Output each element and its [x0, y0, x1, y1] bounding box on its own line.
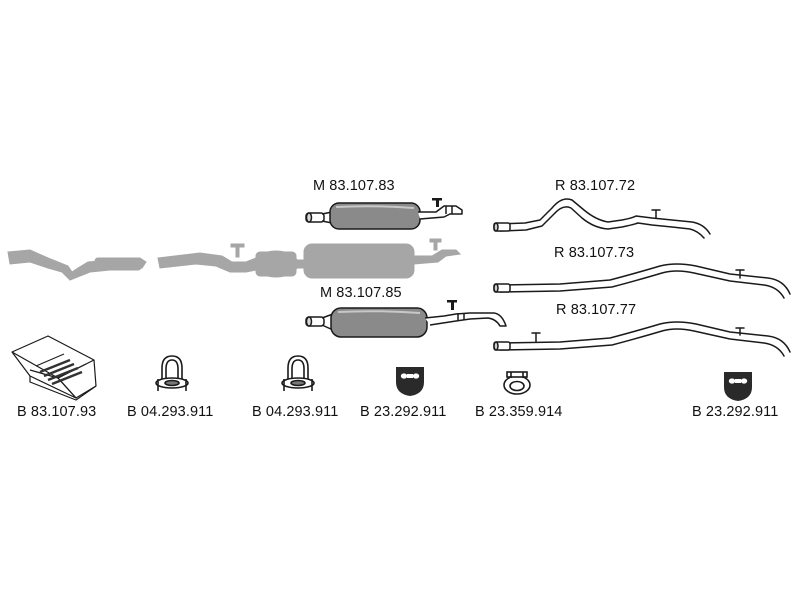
u-clamp-icon-1 — [155, 355, 189, 391]
part-code-label: B 23.359.914 — [475, 404, 563, 420]
rubber-hanger-icon-2 — [724, 372, 752, 401]
ghost-center-section — [157, 243, 307, 278]
ring-clamp-icon — [503, 371, 531, 395]
part-code-label: B 23.292.911 — [360, 404, 447, 420]
rubber-hanger-icon-1 — [396, 367, 424, 396]
part-code-label: B 83.107.93 — [17, 404, 97, 420]
u-clamp-icon-2 — [281, 355, 315, 391]
mounting-kit-box-icon — [11, 335, 97, 401]
mid-muffler-upper-drawing — [305, 198, 463, 230]
rear-pipe-lower-drawing — [493, 321, 791, 357]
rear-pipe-middle-drawing — [493, 263, 791, 299]
ghost-muffler — [303, 238, 462, 279]
mid-muffler-lower-drawing — [305, 300, 507, 338]
rear-pipe-upper-drawing — [493, 198, 711, 239]
part-code-label: R 83.107.72 — [555, 178, 636, 194]
part-code-label: B 04.293.911 — [127, 404, 214, 420]
ghost-front-pipe — [7, 249, 147, 281]
part-code-label: R 83.107.73 — [554, 245, 635, 261]
part-code-label: B 04.293.911 — [252, 404, 339, 420]
part-code-label: B 23.292.911 — [692, 404, 779, 420]
part-code-label: M 83.107.83 — [313, 178, 395, 194]
part-code-label: M 83.107.85 — [320, 285, 402, 301]
part-code-label: R 83.107.77 — [556, 302, 637, 318]
